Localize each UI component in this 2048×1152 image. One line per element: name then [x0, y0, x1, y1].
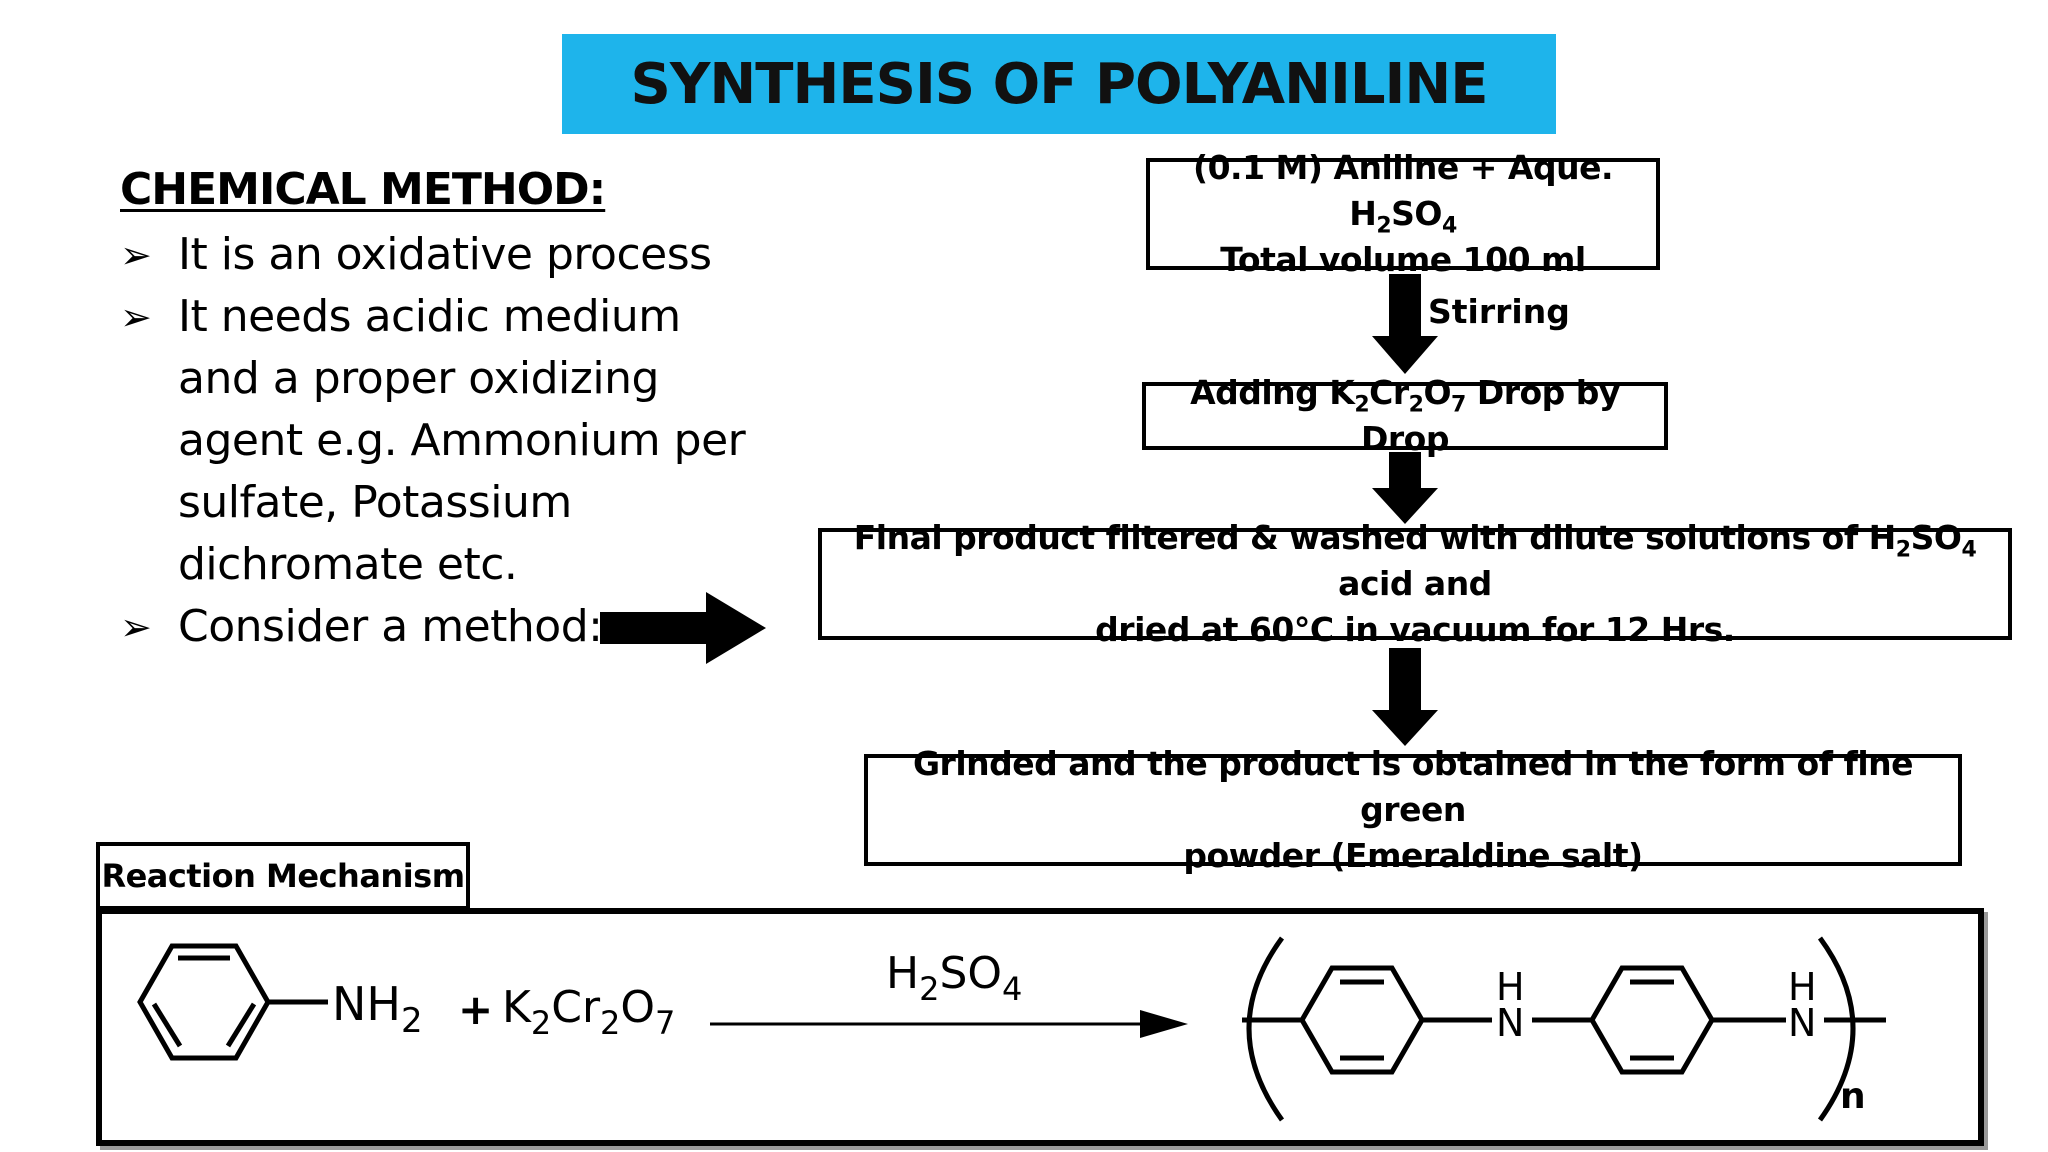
benzene-ring-icon — [137, 943, 328, 1061]
plus-sign: + — [458, 985, 493, 1034]
bullet-arrow-icon: ➢ — [120, 233, 152, 277]
flow-step-1: (0.1 M) Aniline + Aque. H2SO4 Total volu… — [1146, 148, 1660, 279]
down-arrow-icon — [1372, 274, 1438, 374]
n-atom: N — [1788, 1001, 1816, 1045]
stirring-label: Stirring — [1428, 292, 1570, 331]
h-atom: H — [1496, 965, 1525, 1009]
bullet-arrow-icon: ➢ — [120, 605, 152, 649]
bullet-text: Consider a method: — [178, 601, 603, 652]
bullet-text: and a proper oxidizing — [178, 353, 659, 404]
flow-step-2: Adding K2Cr2O7 Drop by Drop — [1142, 373, 1668, 458]
polyaniline-structure — [1242, 936, 1886, 1122]
flow-step-3: Final product filtered & washed with dil… — [818, 518, 2012, 649]
bullet-text: It is an oxidative process — [178, 229, 712, 280]
title-banner: SYNTHESIS OF POLYANILINE — [562, 34, 1556, 134]
reaction-mechanism-tab: Reaction Mechanism — [96, 842, 470, 910]
bullet-text: It needs acidic medium — [178, 291, 681, 342]
method-heading: CHEMICAL METHOD: — [120, 164, 606, 215]
page-title: SYNTHESIS OF POLYANILINE — [630, 51, 1489, 117]
reaction-arrow-icon — [710, 1010, 1188, 1038]
right-bracket-icon — [1817, 936, 1856, 1122]
down-arrow-icon — [1372, 452, 1438, 524]
h-atom: H — [1788, 965, 1817, 1009]
n-atom: N — [1496, 1001, 1524, 1045]
right-arrow-icon — [600, 592, 766, 664]
bullet-arrow-icon: ➢ — [120, 295, 152, 339]
reaction-scheme: NH2 + K2Cr2O7 H2SO4 H N H N n — [137, 936, 1886, 1122]
left-bracket-icon — [1246, 936, 1285, 1122]
bullet-text: dichromate etc. — [178, 539, 518, 590]
repeat-unit-n: n — [1840, 1076, 1866, 1117]
oxidant-formula: K2Cr2O7 — [502, 982, 675, 1042]
bullet-text: sulfate, Potassium — [178, 477, 572, 528]
down-arrow-icon — [1372, 648, 1438, 746]
bullet-text: agent e.g. Ammonium per — [178, 415, 746, 466]
reaction-panel — [96, 908, 1984, 1146]
flow-step-4: Grinded and the product is obtained in t… — [864, 744, 1962, 875]
nh2-group: NH2 — [332, 977, 423, 1041]
catalyst-formula: H2SO4 — [886, 948, 1022, 1008]
